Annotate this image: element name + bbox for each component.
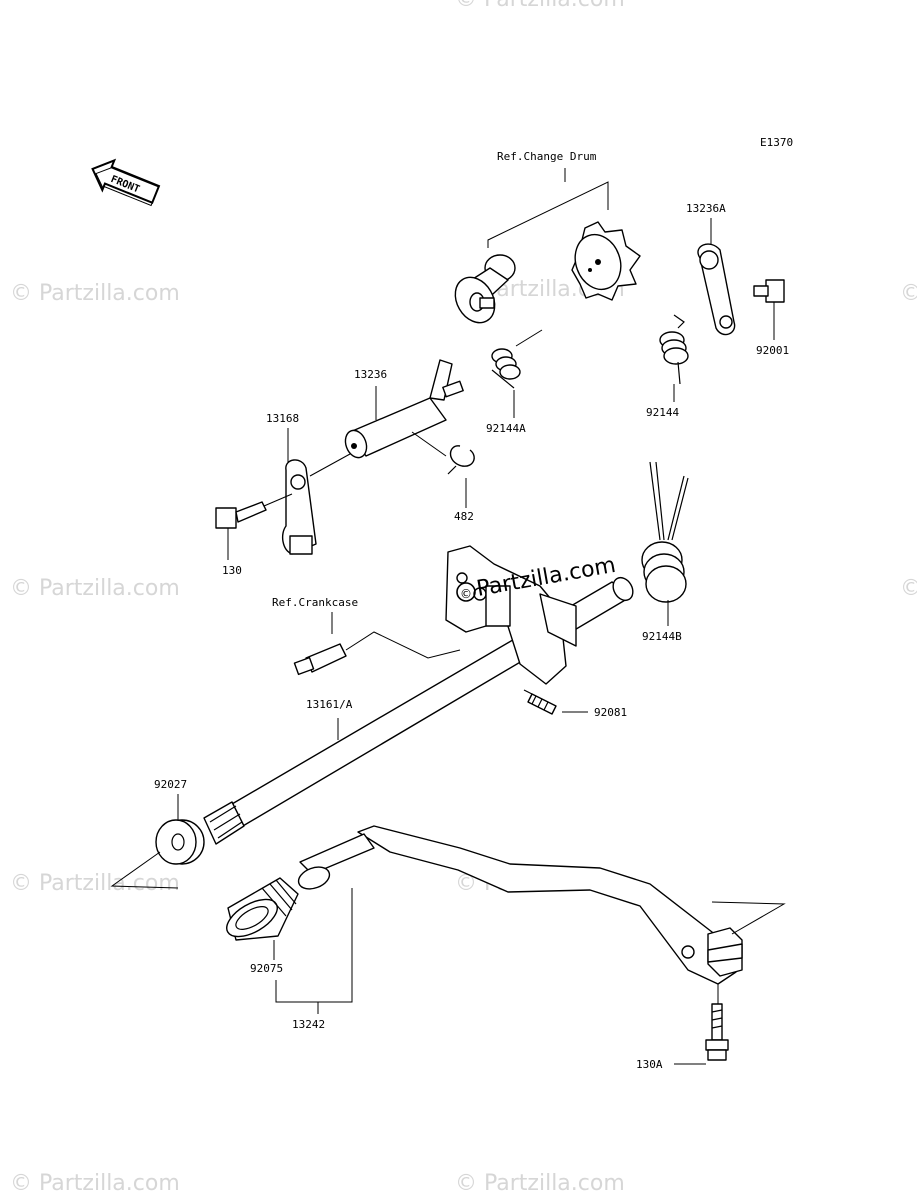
part-13236A[interactable]: 13236A [686, 202, 736, 336]
ref-change-drum: Ref.Change Drum [454, 150, 641, 324]
part-13236[interactable]: 13236 [342, 359, 464, 461]
part-92075[interactable]: 92075 [221, 877, 299, 975]
change-drum-star [571, 221, 641, 301]
part-92144A[interactable]: 92144A [486, 329, 543, 435]
svg-text:©: © [460, 587, 472, 601]
part-92001[interactable]: 92001 [753, 279, 789, 357]
part-label-92144B: 92144B [642, 630, 682, 643]
part-13168[interactable]: 13168 [266, 412, 351, 555]
front-arrow-icon: FRONT [91, 158, 161, 207]
part-label-13236: 13236 [354, 368, 387, 381]
watermark-text: © Partzilla.com [10, 871, 180, 896]
part-130A[interactable]: 130A [636, 984, 729, 1071]
part-label-92001: 92001 [756, 344, 789, 357]
part-92144[interactable]: 92144 [646, 314, 689, 419]
watermark-text: © Partzilla.com [455, 1171, 625, 1196]
part-13161A[interactable]: 13161/A [203, 545, 637, 845]
part-label-482: 482 [454, 510, 474, 523]
part-13242[interactable] [296, 825, 786, 985]
watermark-text: © Partzilla.com [900, 281, 917, 306]
watermark-text: © Partzilla.com [10, 576, 180, 601]
change-drum-segment-left [454, 254, 516, 324]
part-label-130A: 130A [636, 1058, 663, 1071]
part-482[interactable]: 482 [447, 445, 475, 523]
part-label-92075: 92075 [250, 962, 283, 975]
ref-crankcase: Ref.Crankcase [272, 596, 461, 676]
part-92144B[interactable]: 92144B [641, 461, 689, 643]
watermark-text: © Partzilla.com [10, 1171, 180, 1196]
part-label-92144: 92144 [646, 406, 679, 419]
part-label-130: 130 [222, 564, 242, 577]
part-label-13168: 13168 [266, 412, 299, 425]
part-130[interactable]: 130 [215, 493, 293, 577]
part-label-13242: 13242 [292, 1018, 325, 1031]
ref-change-drum-label: Ref.Change Drum [497, 150, 597, 163]
part-92027[interactable]: 92027 [110, 778, 205, 889]
diagram-code: E1370 [760, 136, 793, 149]
watermark-text: © Partzilla.com [900, 576, 917, 601]
part-92081[interactable]: 92081 [523, 689, 627, 719]
watermark-text: © Partzilla.com [10, 281, 180, 306]
part-label-92027: 92027 [154, 778, 187, 791]
part-label-92144A: 92144A [486, 422, 526, 435]
part-label-92081: 92081 [594, 706, 627, 719]
watermark-text: © Partzilla.com [455, 0, 625, 12]
ref-crankcase-label: Ref.Crankcase [272, 596, 358, 609]
part-label-13161A: 13161/A [306, 698, 353, 711]
part-label-13236A: 13236A [686, 202, 726, 215]
